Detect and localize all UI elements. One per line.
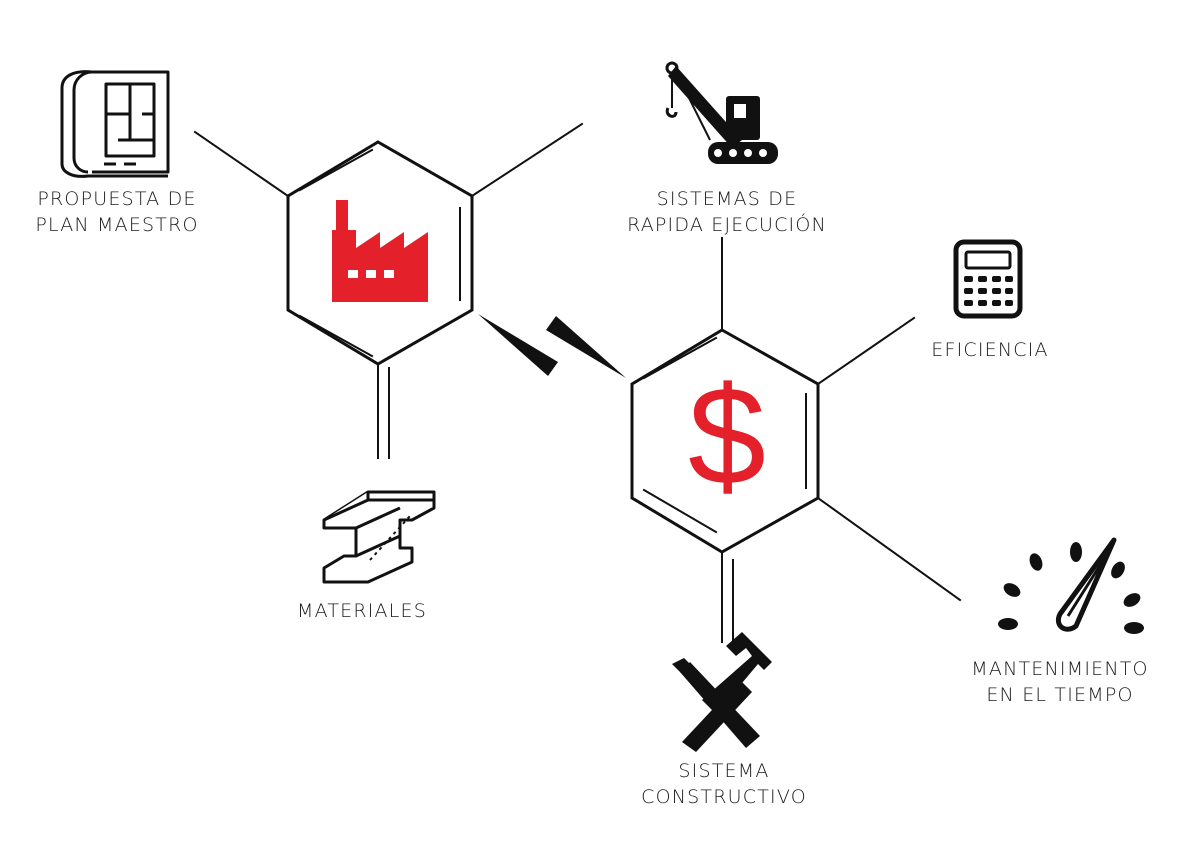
steel-beam-icon	[322, 490, 436, 584]
bond-top-right	[470, 122, 584, 198]
bond-to-plan	[193, 130, 290, 198]
factory-icon	[332, 200, 428, 302]
wedge-bond-left	[478, 314, 558, 376]
tools-icon	[672, 632, 772, 752]
rapid-label: SISTEMAS DE RAPIDA EJECUCIÓN	[627, 188, 827, 236]
bond-to-maintenance	[816, 496, 962, 602]
materials-label: MATERIALES	[297, 600, 427, 622]
crane-icon	[665, 61, 778, 164]
gauge-icon	[998, 537, 1144, 634]
cost-hexagon-inner-bond-top	[642, 336, 718, 380]
factory-hexagon-inner-bond-bottom	[298, 314, 374, 358]
cost-hexagon-inner-bond-left	[642, 488, 718, 534]
construction-label: SISTEMA CONSTRUCTIVO	[641, 760, 807, 808]
bond-to-efficiency	[816, 316, 916, 386]
dollar-icon: $	[688, 357, 766, 514]
efficiency-label: EFICIENCIA	[931, 339, 1049, 361]
calculator-icon	[953, 239, 1023, 319]
maintenance-label: MANTENIMIENTO EN EL TIEMPO	[971, 658, 1149, 706]
blueprint-icon	[60, 70, 170, 178]
factory-hexagon-inner-bond-top	[298, 148, 374, 192]
plan-label: PROPUESTA DE PLAN MAESTRO	[35, 188, 199, 236]
wedge-bond-right	[546, 316, 626, 378]
